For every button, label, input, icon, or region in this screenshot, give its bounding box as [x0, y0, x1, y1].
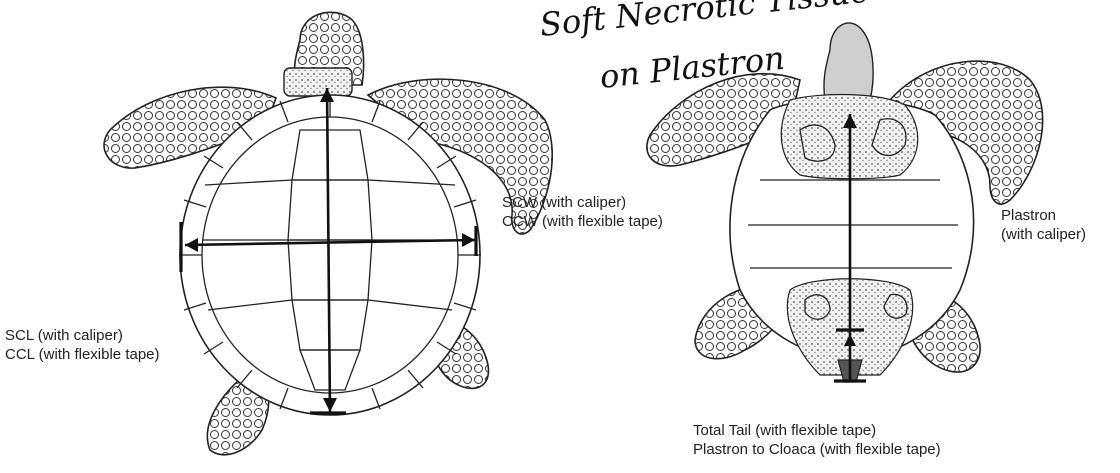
label-ccl: CCL (with flexible tape) [5, 345, 160, 364]
label-plastron-cloaca: Plastron to Cloaca (with flexible tape) [693, 440, 941, 459]
label-plastron: Plastron [1001, 206, 1056, 225]
label-scw: SCW (with caliper) [502, 193, 626, 212]
label-scl: SCL (with caliper) [5, 326, 123, 345]
turtle-carapace-view [104, 12, 552, 454]
label-plastron-sub: (with caliper) [1001, 225, 1086, 244]
plastron-head [824, 23, 873, 100]
label-ccw: CCW (with flexible tape) [502, 212, 663, 231]
neck-band [284, 68, 352, 96]
label-total-tail: Total Tail (with flexible tape) [693, 421, 876, 440]
